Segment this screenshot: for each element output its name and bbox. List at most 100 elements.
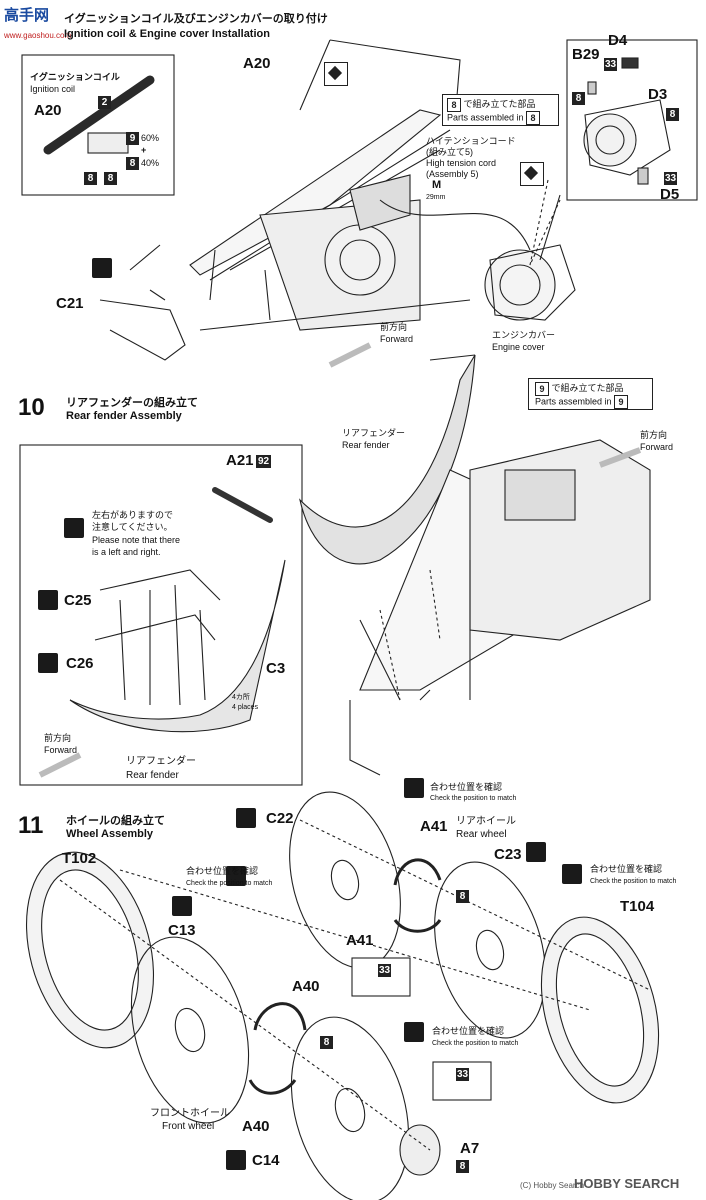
part-c13: C13 — [168, 922, 196, 939]
paint-33-d5: 33 — [664, 172, 677, 185]
note-en2: is a left and right. — [92, 547, 161, 557]
cord-en2: (Assembly 5) — [426, 169, 479, 179]
glue-icon-c22 — [236, 808, 256, 828]
paint-33-inset-2: 33 — [456, 1068, 469, 1081]
mix-plus: + — [141, 145, 147, 155]
mix-8: 8 — [126, 157, 139, 170]
footer-copyright: (C) Hobby Search — [520, 1181, 585, 1190]
assembled-num-9: 9 — [535, 381, 549, 396]
inset-forward-en: Forward — [44, 745, 78, 755]
assembled-en-9: Parts assembled in — [535, 396, 612, 407]
note-icon — [64, 518, 84, 538]
part-d4: D4 — [608, 32, 628, 49]
paint-8-d3: 8 — [666, 108, 679, 121]
assembled-box-8: 8 で組み立てた部品 Parts assembled in 8 — [442, 94, 559, 126]
note-en1: Please note that there — [92, 535, 181, 545]
note-jp2: 注意してください。 — [92, 522, 173, 532]
check-jp-2: 合わせ位置を確認 — [590, 864, 663, 874]
part-d3: D3 — [648, 86, 668, 103]
places-en: 4 places — [232, 704, 259, 711]
part-d5: D5 — [660, 186, 680, 203]
glue-icon-c14 — [226, 1150, 246, 1170]
part-t102: T102 — [62, 850, 97, 867]
assembled-en-num-9: 9 — [614, 395, 629, 409]
step11-number: 11 — [18, 812, 44, 839]
engine-cover-en: Engine cover — [492, 342, 545, 352]
assembled-box-9: 9 で組み立てた部品 Parts assembled in 9 — [528, 378, 653, 410]
step10-number: 10 — [18, 394, 45, 421]
paint-8-b29: 8 — [572, 92, 585, 105]
footer-brand: HOBBY SEARCH — [574, 1176, 680, 1191]
assembled-num-8: 8 — [447, 97, 461, 112]
mix-9: 9 — [126, 132, 139, 145]
step10-title-en: Rear fender Assembly — [66, 410, 182, 422]
mix-9-pct: 60% — [141, 133, 160, 143]
front-wheel-en: Front wheel — [162, 1121, 215, 1132]
cord-jp2: (組み立て5) — [426, 147, 473, 157]
assembled-jp-8: で組み立てた部品 — [463, 99, 536, 109]
check-diamond-icon — [324, 62, 348, 86]
rear-wheel-en: Rear wheel — [456, 829, 507, 840]
mix-8-pct: 40% — [141, 158, 160, 168]
paint-2: 2 — [98, 96, 111, 109]
rear-wheel-jp: リアホイール — [456, 816, 516, 827]
glue-icon-c25 — [38, 590, 58, 610]
step11-title-jp: ホイールの組み立て — [66, 815, 165, 827]
part-c23: C23 — [494, 846, 522, 863]
check-icon-4 — [404, 1022, 424, 1042]
check-icon-1 — [404, 778, 424, 798]
paint-8-a41: 8 — [456, 890, 469, 903]
check-jp-4: 合わせ位置を確認 — [432, 1026, 505, 1036]
cord-en1: High tension cord — [426, 158, 497, 168]
forward-en-9: Forward — [380, 334, 414, 344]
part-t104: T104 — [620, 898, 655, 915]
watermark-url: www.gaoshou.com — [4, 31, 72, 40]
forward-jp-10: 前方向 — [640, 430, 668, 440]
rear-fender-en: Rear fender — [342, 440, 390, 450]
part-a20-main: A20 — [243, 55, 271, 72]
note-jp1: 左右がありますので — [92, 510, 174, 520]
check-icon-2 — [562, 864, 582, 884]
step9-title-en: Ignition coil & Engine cover Installatio… — [64, 28, 270, 40]
part-a40-top: A40 — [292, 978, 320, 995]
cord-length: 29mm — [426, 194, 446, 201]
paint-92: 92 — [256, 455, 271, 468]
assembled-en-8: Parts assembled in — [447, 112, 524, 123]
check-en-2: Check the position to match — [590, 878, 677, 885]
glue-icon-c13 — [172, 896, 192, 916]
part-c26: C26 — [66, 655, 94, 672]
check-en-3: Check the position to match — [186, 880, 273, 887]
coil-label-jp: イグニッションコイル — [30, 72, 120, 82]
inset-fender-en: Rear fender — [126, 770, 179, 781]
part-a21: A21 — [226, 452, 254, 469]
part-a7: A7 — [460, 1140, 480, 1157]
step10-title-jp: リアフェンダーの組み立て — [66, 397, 198, 409]
check-en-1: Check the position to match — [430, 795, 517, 802]
paint-8-a7: 8 — [456, 1160, 469, 1173]
glue-icon — [92, 258, 112, 278]
watermark-logo: 高手网 www.gaoshou.com — [4, 4, 71, 43]
coil-label-en: Ignition coil — [30, 84, 76, 94]
part-b29: B29 — [572, 46, 600, 63]
part-a41-bottom: A41 — [346, 932, 374, 949]
forward-jp-9: 前方向 — [380, 322, 408, 332]
step11-title-en: Wheel Assembly — [66, 828, 154, 840]
part-a20-inset: A20 — [34, 102, 62, 119]
rear-fender-jp: リアフェンダー — [342, 428, 406, 438]
cord-jp1: ハイテンションコード — [426, 136, 516, 146]
cord-m: M — [432, 179, 442, 191]
assembled-en-num-8: 8 — [526, 111, 541, 125]
inset-fender-jp: リアフェンダー — [126, 756, 196, 767]
check-diamond-icon-2 — [520, 162, 544, 186]
part-c21: C21 — [56, 295, 84, 312]
part-a41-top: A41 — [420, 818, 448, 835]
part-c3: C3 — [266, 660, 286, 677]
paint-8b: 8 — [104, 172, 117, 185]
part-a40-bottom: A40 — [242, 1118, 270, 1135]
paint-8-a40: 8 — [320, 1036, 333, 1049]
inset-forward-jp: 前方向 — [44, 733, 72, 743]
part-c14: C14 — [252, 1152, 280, 1169]
paint-33-inset: 33 — [378, 964, 391, 977]
places-jp: 4カ所 — [232, 694, 250, 701]
